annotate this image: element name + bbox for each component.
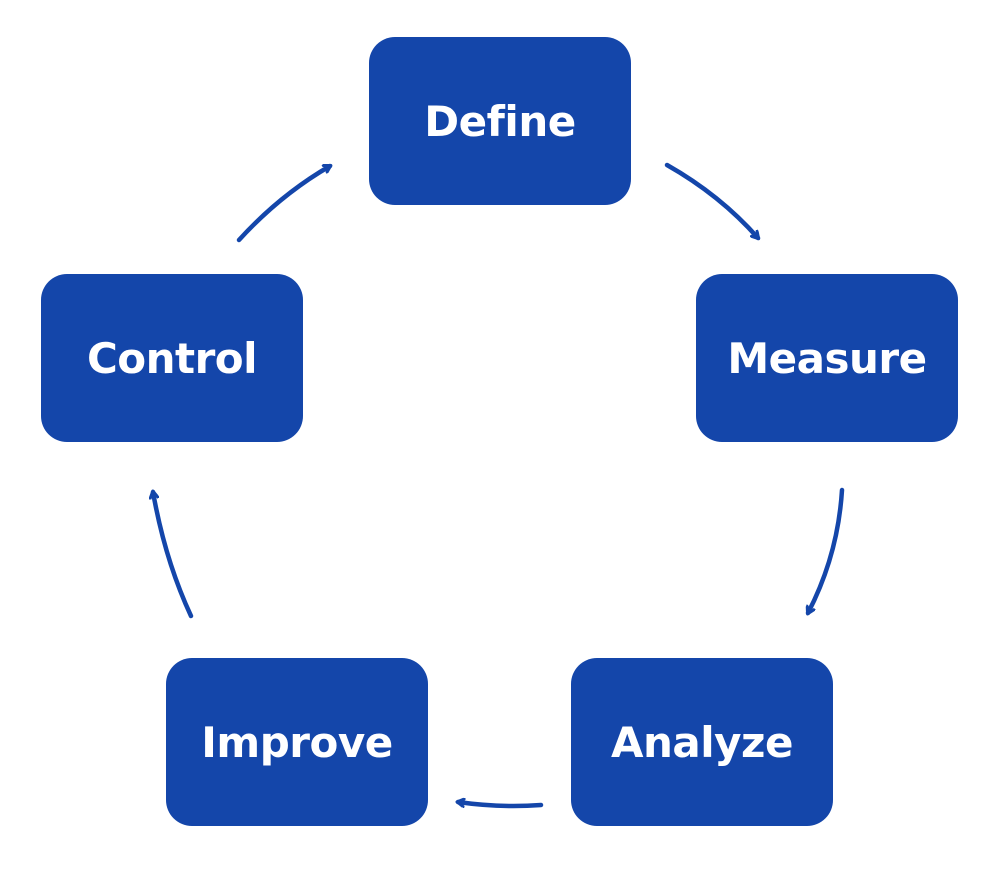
arrow-analyze-to-improve <box>458 802 544 809</box>
step-measure-box: Measure <box>696 274 958 442</box>
arrow-measure-to-analyze <box>808 487 845 613</box>
step-improve-label: Improve <box>201 717 393 767</box>
arrow-control-to-define <box>236 163 330 243</box>
step-control-box: Control <box>41 274 303 442</box>
step-control-label: Control <box>86 333 258 383</box>
arrow-define-to-measure <box>664 162 761 241</box>
step-analyze-label: Analyze <box>611 717 793 767</box>
step-improve-box: Improve <box>166 658 428 826</box>
step-measure-label: Measure <box>727 333 927 383</box>
step-analyze-box: Analyze <box>571 658 833 826</box>
step-define-label: Define <box>424 96 576 146</box>
arrow-improve-to-control <box>153 492 194 619</box>
step-define-box: Define <box>369 37 631 205</box>
